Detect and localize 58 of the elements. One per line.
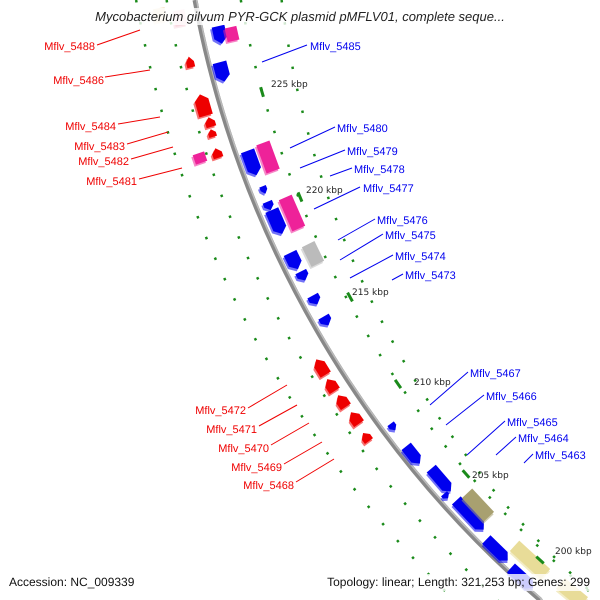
leader-line [330,168,352,176]
gene-label: Mflv_5472 [195,405,246,418]
gene-label: Mflv_5484 [65,121,116,134]
scale-label: 215 kbp [352,288,389,299]
scale-label: 225 kbp [271,80,308,91]
gene-label: Mflv_5471 [206,424,257,437]
gene-label: Mflv_5463 [535,450,586,463]
leader-line [314,186,360,210]
gene-label: Mflv_5473 [405,270,456,283]
leader-line [430,372,468,406]
scale-label: 210 kbp [414,378,451,389]
gene-label: Mflv_5477 [363,183,414,196]
gene-label: Mflv_5481 [86,176,137,189]
gene-label: Mflv_5470 [218,443,269,456]
gene-label: Mflv_5486 [53,75,104,88]
gene-label: Mflv_5469 [231,462,282,475]
gene-label: Mflv_5479 [347,146,398,159]
leader-line [248,384,288,408]
gene-label: Mflv_5464 [518,433,569,446]
leader-line [284,442,322,464]
gene-label: Mflv_5478 [354,164,405,177]
accession-text: Accession: NC_009339 [7,574,136,591]
gene-label: Mflv_5475 [385,230,436,243]
leader-line [338,218,376,240]
gene-label: Mflv_5483 [74,141,125,154]
leader-line [290,126,336,148]
gene-label: Mflv_5476 [377,215,428,228]
leader-line [104,70,150,78]
gene-label: Mflv_5488 [44,41,95,54]
gene-label: Mflv_5485 [310,41,361,54]
leader-line [138,168,182,180]
leader-line [392,274,404,280]
topology-text: Topology: linear; Length: 321,253 bp; Genes: 299 [325,574,592,591]
gene-label: Mflv_5480 [337,123,388,136]
leader-line [96,30,140,46]
leader-line [524,454,534,464]
leader-line [300,150,346,168]
leader-line [350,254,394,278]
leader-line [296,458,334,482]
leader-line [446,394,484,426]
gene-label: Mflv_5466 [486,391,537,404]
gene-label: Mflv_5482 [78,156,129,169]
gene-label: Mflv_5468 [243,480,294,493]
scale-label: 205 kbp [472,471,509,482]
leader-line [258,404,298,426]
leader-line [126,132,168,144]
leader-line [262,44,308,62]
leader-line [270,422,310,446]
gene-label: Mflv_5465 [507,417,558,430]
leader-line [340,234,384,260]
leader-line [466,420,506,456]
leader-line [496,436,516,456]
scale-label: 200 kbp [555,547,592,558]
gene-label: Mflv_5467 [470,368,521,381]
gene-label: Mflv_5474 [395,251,446,264]
leader-line [130,146,174,160]
leader-line [118,116,160,124]
scale-label: 220 kbp [306,186,343,197]
